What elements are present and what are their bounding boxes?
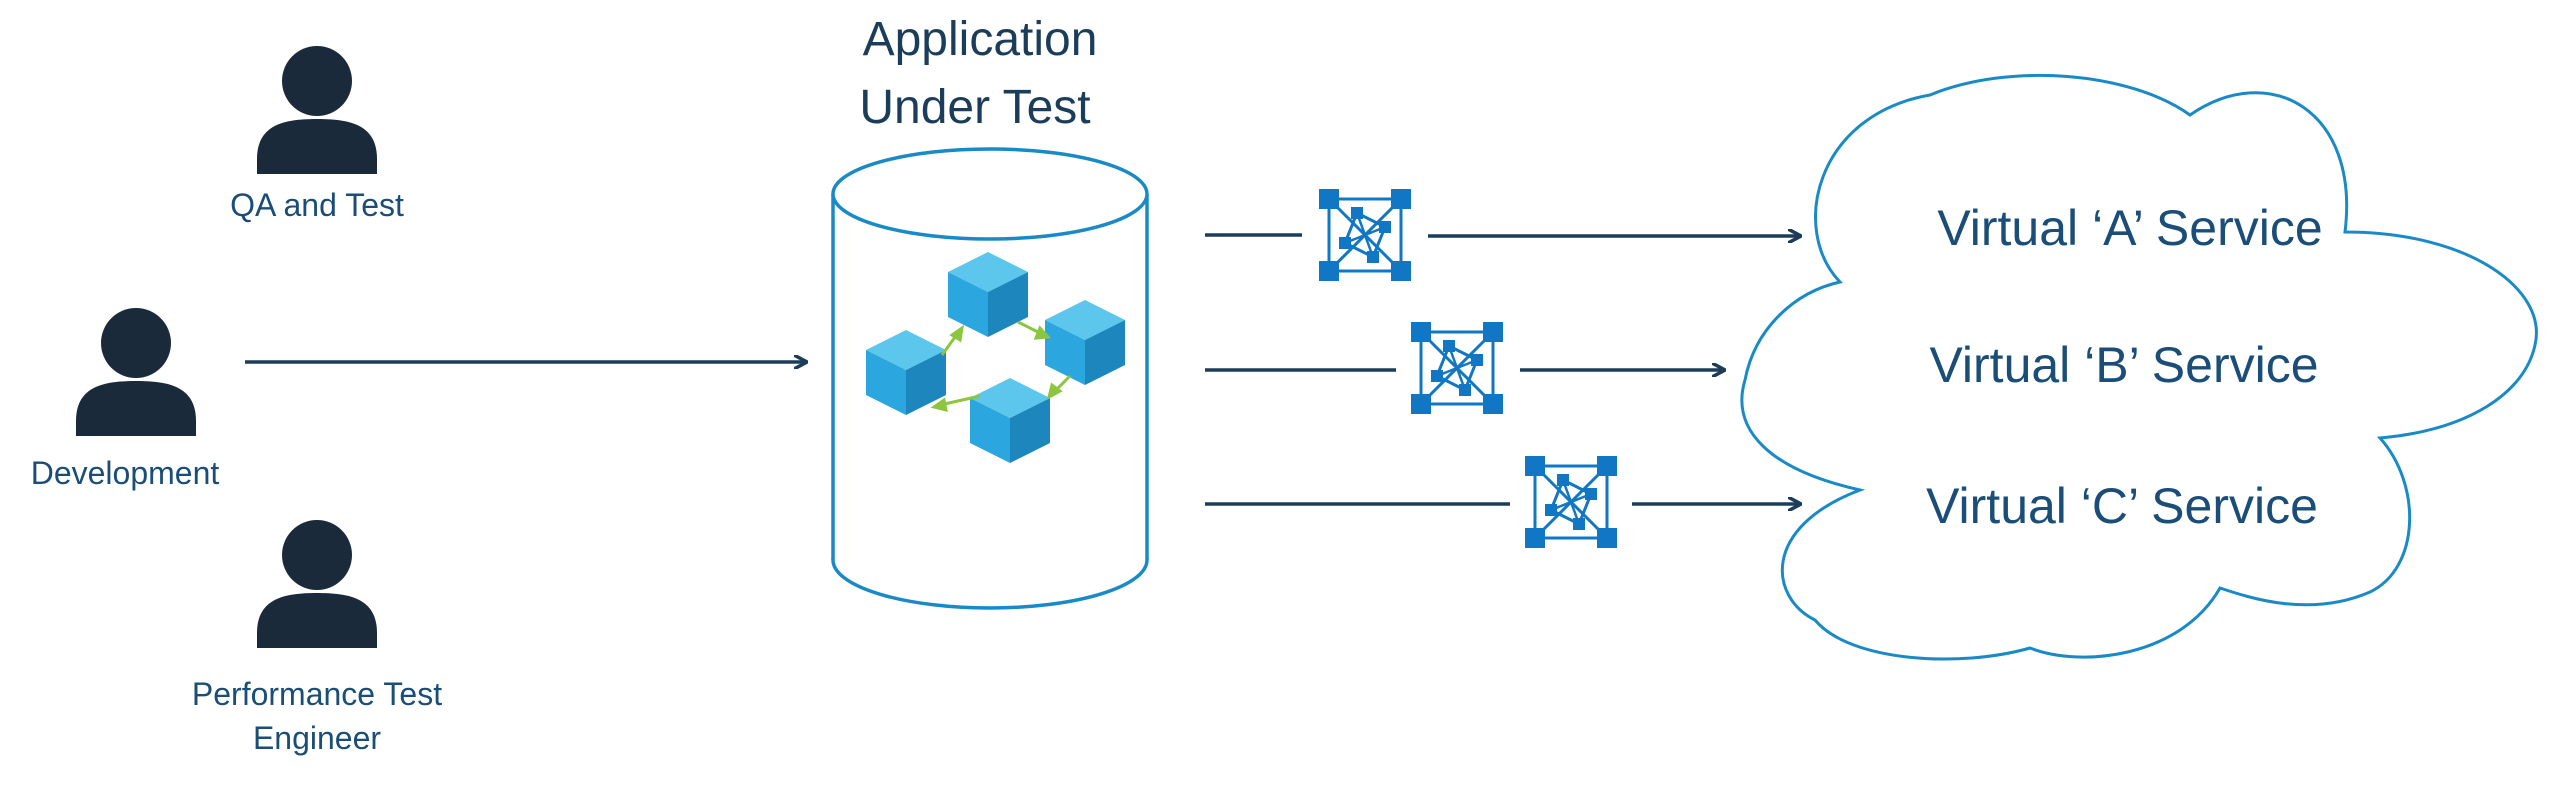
person-icon [257, 46, 377, 174]
development-label: Development [31, 455, 220, 491]
network-node-icon [1409, 320, 1505, 416]
performance-test-label-line-1: Performance Test [192, 676, 442, 712]
person-icon [257, 520, 377, 648]
application-title-line-2: Under Test [859, 81, 1090, 134]
cube-cycle-arrows-icon [930, 320, 1072, 413]
virtual-b-service-label: Virtual ‘B’ Service [1929, 337, 2318, 393]
network-node-icon [1523, 454, 1619, 550]
person-icon [76, 308, 196, 436]
service-b-connection [1205, 320, 1724, 416]
qa-and-test-label: QA and Test [230, 187, 404, 223]
virtual-c-service-label: Virtual ‘C’ Service [1926, 478, 2318, 534]
application-title-line-1: Application [863, 13, 1098, 66]
development-person: Development [31, 308, 220, 491]
network-node-icon [1317, 187, 1413, 283]
performance-test-engineer-person: Performance Test Engineer [192, 520, 442, 756]
performance-test-label-line-2: Engineer [253, 720, 381, 756]
service-c-connection [1205, 454, 1800, 550]
qa-and-test-person: QA and Test [230, 46, 404, 223]
service-a-connection [1205, 187, 1800, 283]
virtual-services-cloud [1740, 73, 2538, 661]
component-cubes [866, 252, 1125, 463]
virtual-a-service-label: Virtual ‘A’ Service [1937, 200, 2322, 256]
